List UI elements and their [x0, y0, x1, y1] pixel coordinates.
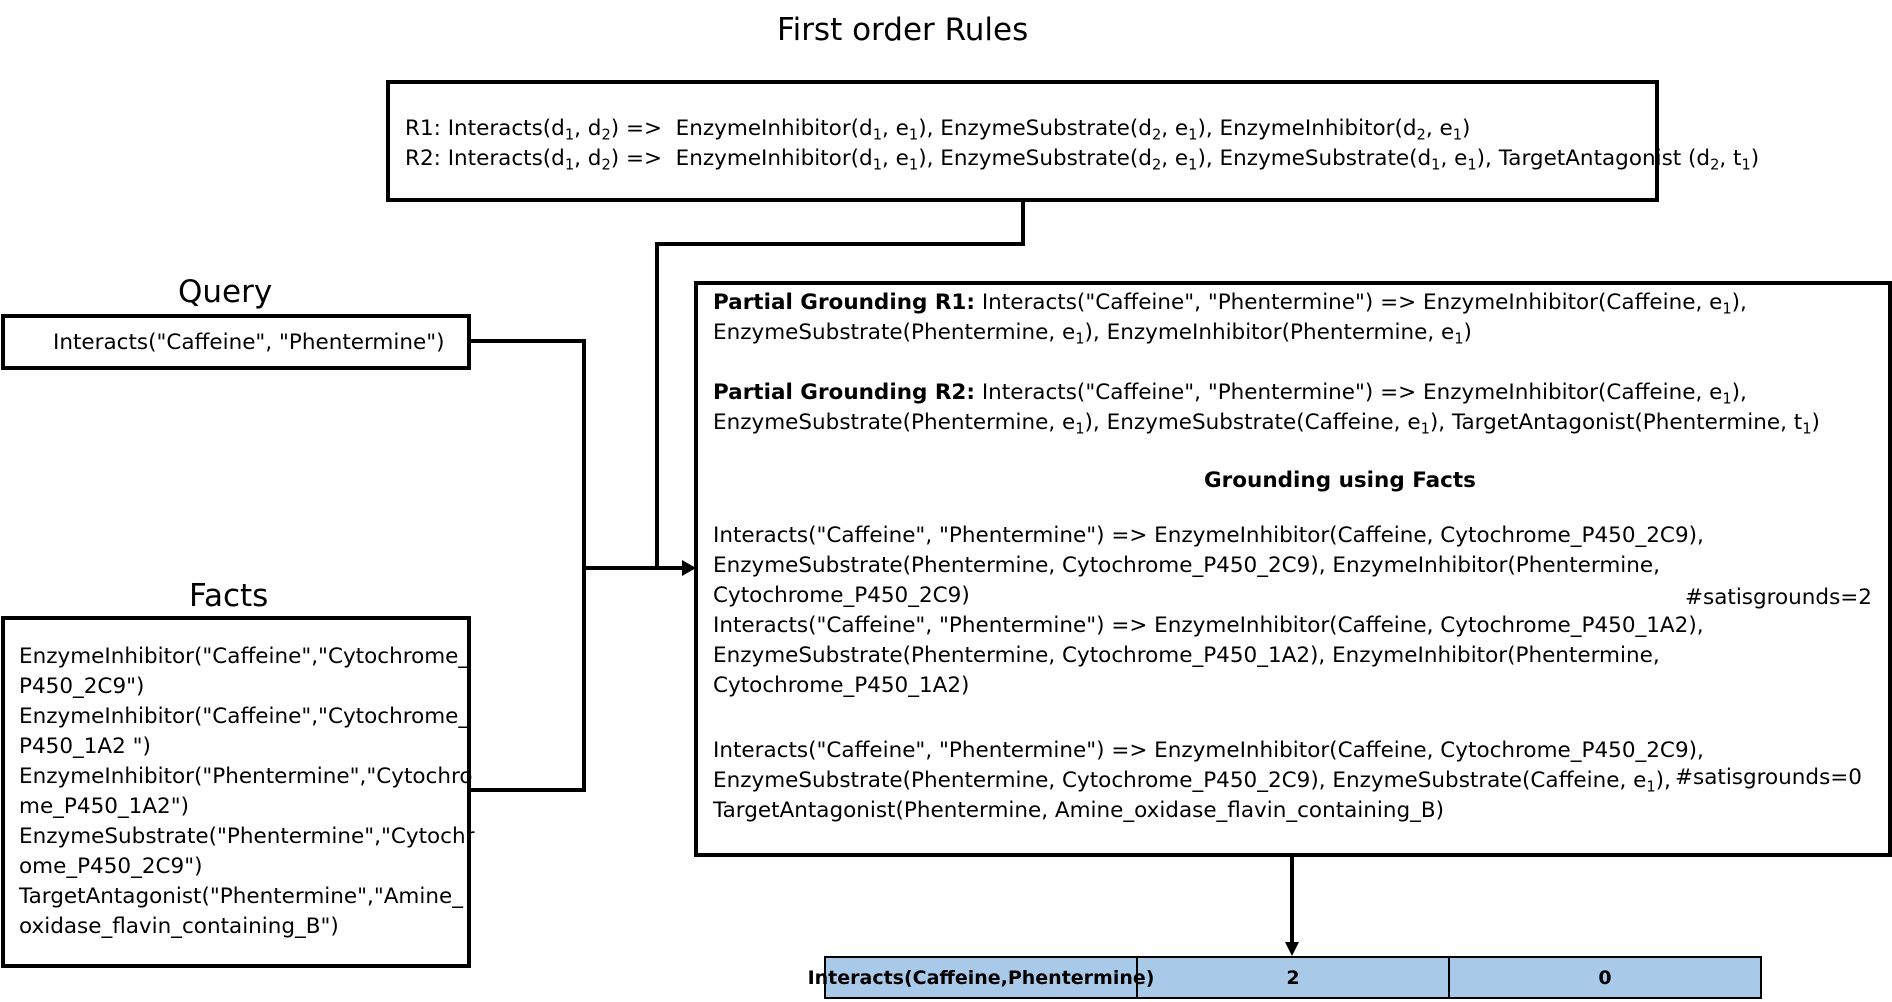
query-box: Interacts("Caffeine", "Phentermine") [1, 314, 471, 370]
facts-box: EnzymeInhibitor("Caffeine","Cytochrome_ … [1, 616, 474, 968]
query-heading: Query [178, 274, 273, 310]
pg-r1-line2: EnzymeSubstrate(Phentermine, e1), Enzyme… [713, 320, 1472, 348]
pg-r2-text-2a: EnzymeSubstrate(Phentermine, e [713, 410, 1076, 435]
pg-r1-text-2b: ), EnzymeInhibitor(Phentermine, e [1084, 320, 1455, 345]
rule-r2: R2: Interacts(d1, d2) => EnzymeInhibitor… [405, 146, 1760, 174]
pg-r1-label: Partial Grounding R1: [713, 290, 975, 315]
pg-r2-line1: Partial Grounding R2: Interacts("Caffein… [713, 380, 1747, 408]
ground-line: Interacts("Caffeine", "Phentermine") => … [713, 613, 1704, 638]
page-title: First order Rules [777, 12, 1029, 48]
grounding-box: Partial Grounding R1: Interacts("Caffein… [694, 281, 1892, 857]
ground-group-2: Interacts("Caffeine", "Phentermine") => … [713, 736, 1704, 826]
connector-rules-down [1021, 200, 1025, 246]
facts-heading: Facts [189, 578, 269, 614]
pg-r1-text: Interacts("Caffeine", "Phentermine") => … [975, 290, 1723, 315]
fact-line: me_P450_1A2") [19, 794, 190, 819]
connector-merge-vertical [582, 339, 586, 792]
fact-line: TargetAntagonist("Phentermine","Amine_ [19, 884, 463, 909]
connector-rules-horizontal [655, 242, 1025, 246]
ground-line: EnzymeSubstrate(Phentermine, Cytochrome_… [713, 553, 1660, 578]
pg-r1-line1: Partial Grounding R1: Interacts("Caffein… [713, 290, 1747, 318]
arrow-to-table-head [1285, 942, 1299, 956]
query-text: Interacts("Caffeine", "Phentermine") [53, 330, 445, 355]
satisgrounds-group-2: #satisgrounds=0 [1675, 765, 1862, 790]
pg-r2-text-2b: ), EnzymeSubstrate(Caffeine, e [1084, 410, 1421, 435]
connector-query-horizontal [469, 339, 586, 343]
grounding-arrow-label: Grounding using Facts [1204, 468, 1476, 493]
ground-line: Cytochrome_P450_2C9) [713, 583, 970, 608]
fact-line: P450_1A2 ") [19, 734, 151, 759]
fact-line: EnzymeInhibitor("Caffeine","Cytochrome_ [19, 704, 470, 729]
pg-r2-line2: EnzymeSubstrate(Phentermine, e1), Enzyme… [713, 410, 1820, 438]
ground-line: Cytochrome_P450_1A2) [713, 673, 970, 698]
result-cell-r2: 0 [1598, 966, 1612, 989]
pg-r2-text: Interacts("Caffeine", "Phentermine") => … [975, 380, 1723, 405]
connector-to-grounding [582, 566, 682, 570]
pg-r1-text-2a: EnzymeSubstrate(Phentermine, e [713, 320, 1076, 345]
connector-facts-horizontal [469, 788, 586, 792]
fact-line: EnzymeInhibitor("Caffeine","Cytochrome_ [19, 644, 470, 669]
result-cell-query: Interacts(Caffeine,Phentermine) [808, 958, 1154, 997]
fact-line: ome_P450_2C9") [19, 854, 203, 879]
fact-line: oxidase_flavin_containing_B") [19, 914, 339, 939]
ground-line: EnzymeSubstrate(Phentermine, Cytochrome_… [713, 643, 1660, 668]
fact-line: EnzymeInhibitor("Phentermine","Cytochro [19, 764, 473, 789]
rule-r1: R1: Interacts(d1, d2) => EnzymeInhibitor… [405, 116, 1471, 144]
ground-line: Interacts("Caffeine", "Phentermine") => … [713, 738, 1704, 763]
satisgrounds-group-1: #satisgrounds=2 [1685, 585, 1872, 610]
result-cell-r1: 2 [1138, 958, 1450, 997]
fact-line: P450_2C9") [19, 674, 145, 699]
result-table-row: Interacts(Caffeine,Phentermine) 2 0 [808, 956, 1762, 999]
facts-list: EnzymeInhibitor("Caffeine","Cytochrome_ … [19, 642, 474, 942]
ground-line: TargetAntagonist(Phentermine, Amine_oxid… [713, 798, 1445, 823]
arrow-to-grounding-head [682, 560, 696, 576]
pg-r2-text-2c: ), TargetAntagonist(Phentermine, t [1429, 410, 1803, 435]
ground-line: EnzymeSubstrate(Phentermine, Cytochrome_… [713, 768, 1671, 796]
connector-rules-vertical [655, 242, 659, 570]
rules-box: R1: Interacts(d1, d2) => EnzymeInhibitor… [386, 80, 1759, 202]
pg-r2-label: Partial Grounding R2: [713, 380, 975, 405]
ground-line: Interacts("Caffeine", "Phentermine") => … [713, 523, 1704, 548]
ground-group-1: Interacts("Caffeine", "Phentermine") => … [713, 521, 1704, 701]
fact-line: EnzymeSubstrate("Phentermine","Cytochr [19, 824, 475, 849]
